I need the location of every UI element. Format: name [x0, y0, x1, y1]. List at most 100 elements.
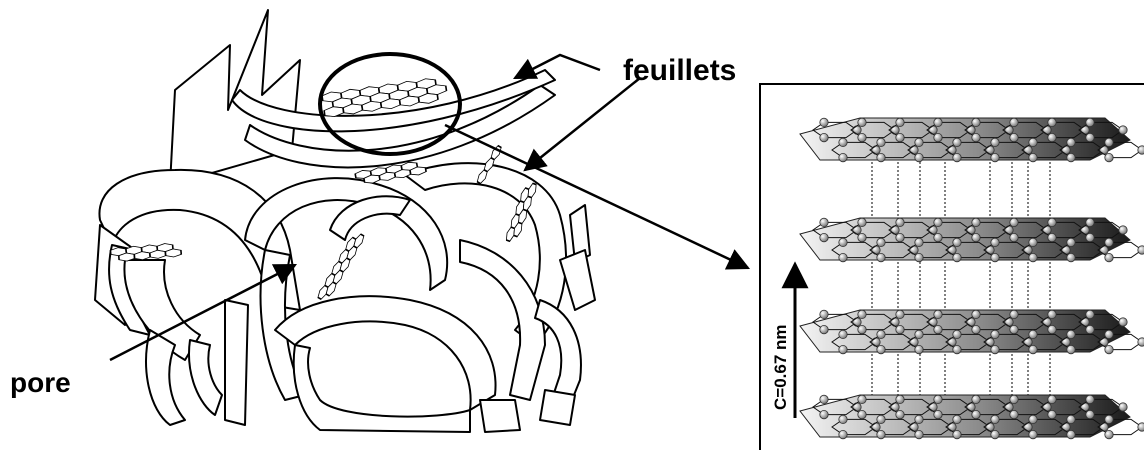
carbon-atom: [972, 118, 980, 126]
carbon-atom: [891, 126, 899, 134]
carbon-atom: [877, 238, 885, 246]
sheets-label: feuillets: [623, 54, 736, 87]
carbon-atom: [991, 153, 999, 161]
carbon-atom: [839, 153, 847, 161]
carbon-atom: [953, 253, 961, 261]
carbon-atom: [1081, 403, 1089, 411]
graphene-layer: [800, 118, 1144, 162]
carbon-atom: [820, 410, 828, 418]
carbon-atom: [953, 415, 961, 423]
carbon-atom: [953, 330, 961, 338]
carbon-atom: [1048, 233, 1056, 241]
carbon-atom: [986, 338, 994, 346]
carbon-atom: [1086, 233, 1094, 241]
carbon-atom: [910, 146, 918, 154]
carbon-atom: [1029, 430, 1037, 438]
carbon-atom: [972, 325, 980, 333]
carbon-atom: [877, 430, 885, 438]
carbon-atom: [934, 218, 942, 226]
carbon-atom: [1100, 423, 1108, 431]
carbon-atom: [986, 423, 994, 431]
carbon-atom: [1005, 226, 1013, 234]
carbon-atom: [915, 330, 923, 338]
carbon-atom: [948, 338, 956, 346]
carbon-atom: [1062, 246, 1070, 254]
carbon-atom: [839, 253, 847, 261]
carbon-atom: [953, 430, 961, 438]
graphene-layer: [800, 218, 1144, 262]
carbon-atom: [915, 430, 923, 438]
carbon-atom: [972, 218, 980, 226]
carbon-atom: [896, 325, 904, 333]
carbon-atom: [1010, 218, 1018, 226]
carbon-atom: [820, 118, 828, 126]
carbon-atom: [953, 153, 961, 161]
carbon-atom: [991, 138, 999, 146]
carbon-atom: [1105, 138, 1113, 146]
carbon-atom: [1119, 126, 1127, 134]
carbon-atom: [1048, 310, 1056, 318]
carbon-atom: [896, 133, 904, 141]
carbon-atom: [915, 345, 923, 353]
carbon-atom: [1062, 146, 1070, 154]
carbon-atom: [820, 395, 828, 403]
carbon-atom: [1086, 310, 1094, 318]
carbon-atom: [948, 246, 956, 254]
zoom-arrow: [445, 125, 748, 268]
carbon-atom: [853, 318, 861, 326]
carbon-atom: [934, 118, 942, 126]
carbon-atom: [858, 133, 866, 141]
carbon-atom: [877, 153, 885, 161]
carbon-atom: [1010, 395, 1018, 403]
carbon-atom: [1138, 146, 1144, 154]
carbon-atom: [1048, 218, 1056, 226]
carbon-atom: [1010, 118, 1018, 126]
carbon-atom: [839, 238, 847, 246]
carbon-atom: [1138, 246, 1144, 254]
interlayer-spacing-label: C=0.67 nm: [771, 324, 790, 410]
carbon-atom: [820, 233, 828, 241]
carbon-atom: [934, 410, 942, 418]
carbon-atom: [991, 238, 999, 246]
carbon-atom: [1010, 233, 1018, 241]
carbon-atom: [986, 146, 994, 154]
carbon-atom: [1048, 325, 1056, 333]
carbon-atom: [896, 395, 904, 403]
graphite-panel: C=0.67 nm: [760, 84, 1144, 450]
carbon-atom: [877, 253, 885, 261]
carbon-atom: [948, 146, 956, 154]
graphene-layer: [800, 395, 1144, 439]
carbon-atom: [972, 410, 980, 418]
carbon-atom: [953, 138, 961, 146]
carbon-atom: [1005, 403, 1013, 411]
carbon-atom: [972, 133, 980, 141]
carbon-atom: [896, 310, 904, 318]
carbon-atom: [1119, 403, 1127, 411]
carbon-atom: [1067, 153, 1075, 161]
carbon-atom: [877, 345, 885, 353]
carbon-atom: [1138, 423, 1144, 431]
carbon-atom: [858, 410, 866, 418]
carbon-atom: [1100, 146, 1108, 154]
carbon-atom: [1048, 395, 1056, 403]
carbon-atom: [1138, 338, 1144, 346]
carbon-atom: [858, 218, 866, 226]
carbon-atom: [877, 330, 885, 338]
carbon-atom: [934, 395, 942, 403]
carbon-atom: [1105, 330, 1113, 338]
carbon-atom: [967, 126, 975, 134]
carbon-atom: [1086, 118, 1094, 126]
carbon-atom: [1010, 325, 1018, 333]
carbon-atom: [915, 415, 923, 423]
carbon-atom: [929, 126, 937, 134]
carbon-atom: [858, 118, 866, 126]
carbon-atom: [953, 238, 961, 246]
carbon-atom: [872, 246, 880, 254]
carbon-atom: [967, 226, 975, 234]
carbon-atom: [915, 153, 923, 161]
carbon-atom: [872, 146, 880, 154]
carbon-atom: [891, 318, 899, 326]
carbon-atom: [896, 410, 904, 418]
carbon-atom: [934, 133, 942, 141]
